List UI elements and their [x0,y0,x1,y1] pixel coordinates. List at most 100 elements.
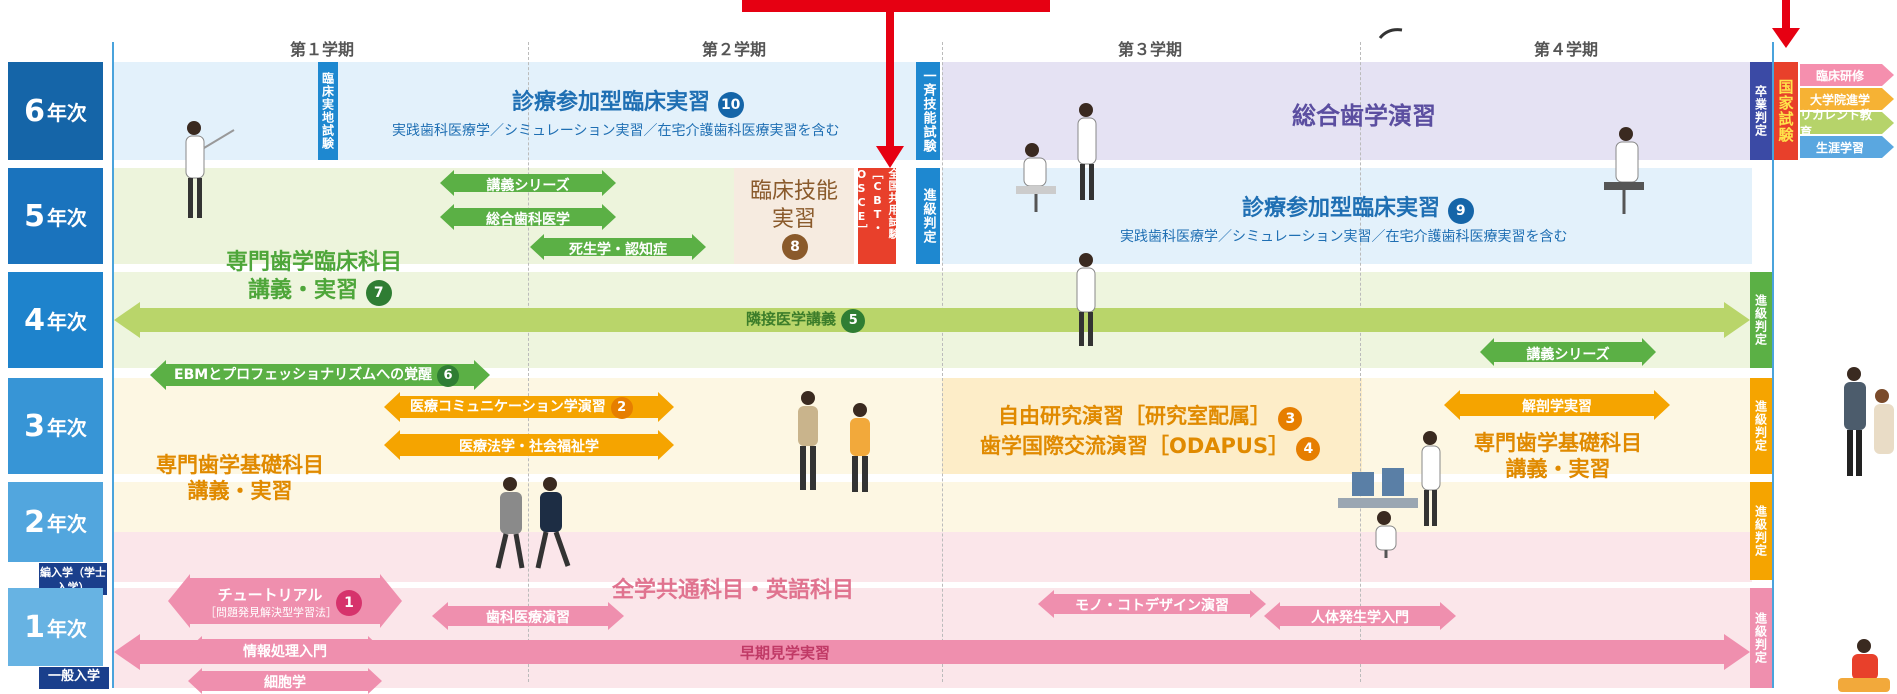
common-subjects-title: 全学共通科目・英語科目 [612,578,855,603]
year-3-number: 3 [24,408,45,444]
medical-comm-label: 医療コミュニケーション学演習 [410,399,606,415]
national-exam-tag: 国家試験 [1774,62,1798,160]
year-2-suffix: 年次 [46,511,87,536]
standing-doctor-figure-illustration [1076,253,1096,346]
human-dev-arrow [1264,602,1456,630]
graduation-judge-tag: 卒業判定 [1750,62,1772,160]
outcome-3-arrow [1800,112,1894,134]
ebm-number: 6 [437,365,460,387]
dental-practice-arrow [432,602,624,630]
dental-practice-label: 歯科医療演習 [486,610,570,626]
outcome-4-arrow [1800,136,1894,158]
conversation-figure-illustration [798,391,870,492]
tutorial-sub: ［問題発見解決型学習法］ [205,606,337,619]
free-research-label: 自由研究演習［研究室配属］ [998,404,1271,428]
year-4-suffix: 年次 [46,309,87,334]
right-axis-line [1772,42,1774,688]
cbt-callout-arrow [876,0,904,168]
info-processing-label: 情報処理入門 [243,644,327,660]
specialized-clinical-number: 7 [365,280,392,306]
year-1-number: 1 [24,609,45,645]
semester-3: 第３学期 [1118,40,1183,59]
year-3-suffix: 年次 [46,415,87,440]
y4-promotion-tag: 進級判定 [1750,272,1772,368]
teacher-figure-illustration [185,121,235,218]
basic-subjects-right: 専門歯学基礎科目 講義・実習 [1468,430,1648,482]
clinical-skill-number-wrap: 8 [782,234,808,260]
basic-subjects-left: 専門歯学基礎科目 講義・実習 [150,452,330,504]
left-axis-line [112,42,114,688]
outcome-4-label: 生涯学習 [1815,140,1864,155]
y5-clinical-practice-sub: 実践歯科医療学／シミュレーション実習／在宅介護歯科医療実習を含む [1120,229,1568,245]
national-exam-arrow [1772,0,1800,48]
y5-clinical-practice-title: 診療参加型臨床実習 9 [1242,190,1474,224]
y5-promotion-tag: 進級判定 [916,168,940,264]
band-year6-right [942,62,1752,160]
y5-clinical-practice-number: 9 [1447,198,1474,224]
band-year2-bottom [112,532,1752,582]
early-exposure-arrow [114,634,1750,670]
tutorial-number-wrap: 1 [336,590,362,616]
adjacent-medicine-label: 隣接医学講義 [746,310,837,328]
free-research-number: 3 [1278,407,1303,431]
y6-clinical-practice-sub: 実践歯科医療学／シミュレーション実習／在宅介護歯科医療実習を含む [392,123,840,139]
y3-promotion-tag: 進級判定 [1750,378,1772,474]
basic-subjects-left-sub: 講義・実習 [187,479,293,503]
y6-clinical-practice-text: 診療参加型臨床実習 [512,90,711,115]
tutorial-label: チュートリアル [217,586,323,604]
partial-figure-top [1378,28,1403,39]
band-year2-top [112,482,1752,532]
outcome-2-label: 大学院進学 [1809,92,1870,107]
y4-lecture-series-arrow [1480,338,1656,366]
odapus-label: 歯学国際交流演習［ODAPUS］ [980,434,1290,458]
divider-sem2 [942,42,943,682]
year-6-suffix: 年次 [46,100,87,125]
medical-comm-number: 2 [610,397,633,419]
skill-exam-tag: 一斉技能試験 [916,62,940,160]
mono-koto-arrow [1038,590,1266,618]
semester-2: 第２学期 [702,40,767,59]
outcome-3-label: リカレント教育 [1800,108,1873,139]
odapus-wrap: 歯学国際交流演習［ODAPUS］ 4 [980,430,1321,461]
basic-subjects-right-sub: 講義・実習 [1505,457,1611,481]
clinical-site-exam-tag: 臨床実地試験 [318,62,338,160]
y5-thanatology-label: 死生学・認知症 [569,242,667,258]
year-6-number: 6 [24,93,45,129]
y5-general-dentistry-arrow [440,204,616,230]
y1-promotion-tag: 進級判定 [1750,588,1772,688]
general-entry-badge: 一般入学 [38,666,110,690]
outcome-2-arrow [1800,88,1894,110]
info-processing-arrow [188,636,382,662]
semester-1: 第１学期 [290,40,355,59]
specialized-clinical-sub-wrap: 講義・実習 7 [248,272,392,306]
students-walking-figure-illustration [495,477,571,569]
specialized-clinical-title: 専門歯学臨床科目 [226,250,403,275]
cytology-arrow [188,668,382,694]
cbt-callout-bar [742,0,1050,12]
y5-thanatology-arrow [530,234,706,260]
y5-clinical-practice-text: 診療参加型臨床実習 [1242,196,1441,221]
ebm-arrow [150,360,490,390]
band-year6-left [112,62,918,160]
year-5-suffix: 年次 [46,205,87,230]
reading-figure-illustration [1838,639,1890,692]
year-2-number: 2 [24,504,45,540]
odapus-number: 4 [1296,437,1321,461]
semester-4: 第４学期 [1534,40,1599,59]
comprehensive-exercise: 総合歯学演習 [1292,102,1436,130]
y4-lecture-series-label: 講義シリーズ [1526,347,1610,363]
couple-figure-illustration [1844,367,1894,476]
y6-clinical-practice-title: 診療参加型臨床実習 10 [512,84,744,118]
outcome-1-arrow [1800,64,1894,86]
anatomy-label: 解剖学実習 [1522,399,1592,415]
cbt-osce-tag: 全国共用試験［CBT・OSCE］ [855,168,900,264]
mono-koto-label: モノ・コトデザイン演習 [1075,598,1229,614]
y6-clinical-practice-number: 10 [717,92,744,118]
ebm-label-wrap: EBMとプロフェッショナリズムへの覚醒 6 [174,364,460,387]
divider-sem3 [1360,42,1361,682]
medical-comm-label-wrap: 医療コミュニケーション学演習 2 [410,396,633,419]
